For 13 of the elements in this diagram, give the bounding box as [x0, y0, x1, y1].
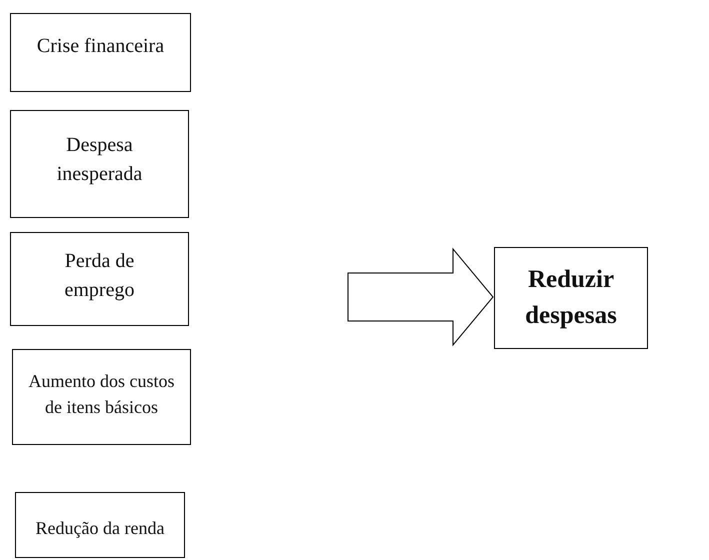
cause-label: Crise financeira [36, 34, 164, 59]
cause-label: Aumento dos custos de itens básicos [28, 370, 176, 420]
result-label: Reduzir despesas [524, 264, 618, 331]
text-box [494, 247, 648, 349]
cause-label: Despesa inesperada [56, 133, 144, 187]
cause-label: Redução da renda [36, 517, 164, 540]
text-box [15, 492, 185, 558]
text-box [10, 110, 189, 218]
cause-label: Perda de emprego [64, 249, 136, 303]
block-arrow [348, 248, 494, 346]
text-box [10, 13, 191, 92]
text-box [10, 232, 189, 326]
text-box [12, 349, 191, 445]
